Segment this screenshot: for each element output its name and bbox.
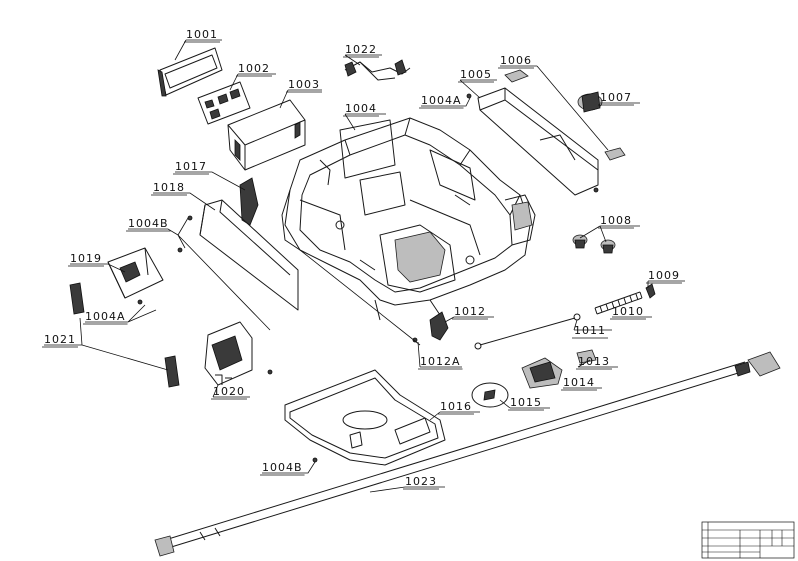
callout-1002: 1002 [238, 62, 270, 75]
sensor-1007 [577, 91, 603, 113]
callout-1004b-bottom: 1004B [262, 461, 303, 474]
callout-1004: 1004 [345, 102, 377, 115]
callout-1004a-bottom: 1004A [85, 310, 126, 323]
circuit-board-1002 [197, 81, 251, 125]
callout-1004a-top: 1004A [421, 94, 462, 107]
rod-1011 [474, 313, 581, 350]
callout-1023: 1023 [405, 475, 437, 488]
control-box-1003 [227, 99, 306, 171]
callout-1018: 1018 [153, 181, 185, 194]
side-rail-1005 [477, 87, 599, 196]
callout-1019: 1019 [70, 252, 102, 265]
callout-1022: 1022 [345, 43, 377, 56]
base-tub-1004 [281, 117, 536, 321]
cylinder-1021a [69, 282, 85, 315]
bracket-1017 [239, 177, 259, 226]
callout-1009: 1009 [648, 269, 680, 282]
part-1013 [576, 349, 597, 364]
foot-1008 [572, 234, 616, 254]
callout-1012a: 1012A [420, 355, 461, 368]
base-plate-1016 [284, 369, 446, 466]
callout-1005: 1005 [460, 68, 492, 81]
spring-1010 [594, 291, 643, 315]
cylinder-1021b [164, 355, 180, 388]
callout-1006: 1006 [500, 54, 532, 67]
callout-1001: 1001 [186, 28, 218, 41]
callout-1013: 1013 [578, 355, 610, 368]
hinge-1012 [429, 311, 449, 341]
callout-1007: 1007 [600, 91, 632, 104]
title-block [701, 521, 795, 559]
clip-1009 [645, 283, 656, 299]
panel-1001 [157, 47, 223, 97]
callout-1020: 1020 [213, 385, 245, 398]
callout-1010: 1010 [612, 305, 644, 318]
callout-1016: 1016 [440, 400, 472, 413]
housing-1020 [204, 321, 253, 386]
tube-1023 [154, 351, 781, 557]
callout-1017: 1017 [175, 160, 207, 173]
callout-1003: 1003 [288, 78, 320, 91]
callout-1015: 1015 [510, 396, 542, 409]
disc-1015 [471, 382, 509, 408]
clip-1006 [504, 69, 529, 83]
duct-1019 [107, 247, 164, 299]
wire-harness-1022 [344, 59, 411, 81]
callout-labels: 1001 1002 1003 1004 1004A 1005 1006 1007… [42, 28, 682, 490]
pump-1014 [521, 357, 563, 389]
bracket-1007b [604, 147, 626, 161]
side-panel-1018 [199, 199, 299, 311]
leader-lines [44, 39, 685, 493]
callout-1021: 1021 [44, 333, 76, 346]
callout-1014: 1014 [563, 376, 595, 389]
callout-1011: 1011 [574, 324, 606, 337]
callout-1004b-top: 1004B [128, 217, 169, 230]
callout-1008: 1008 [600, 214, 632, 227]
callout-1012: 1012 [454, 305, 486, 318]
